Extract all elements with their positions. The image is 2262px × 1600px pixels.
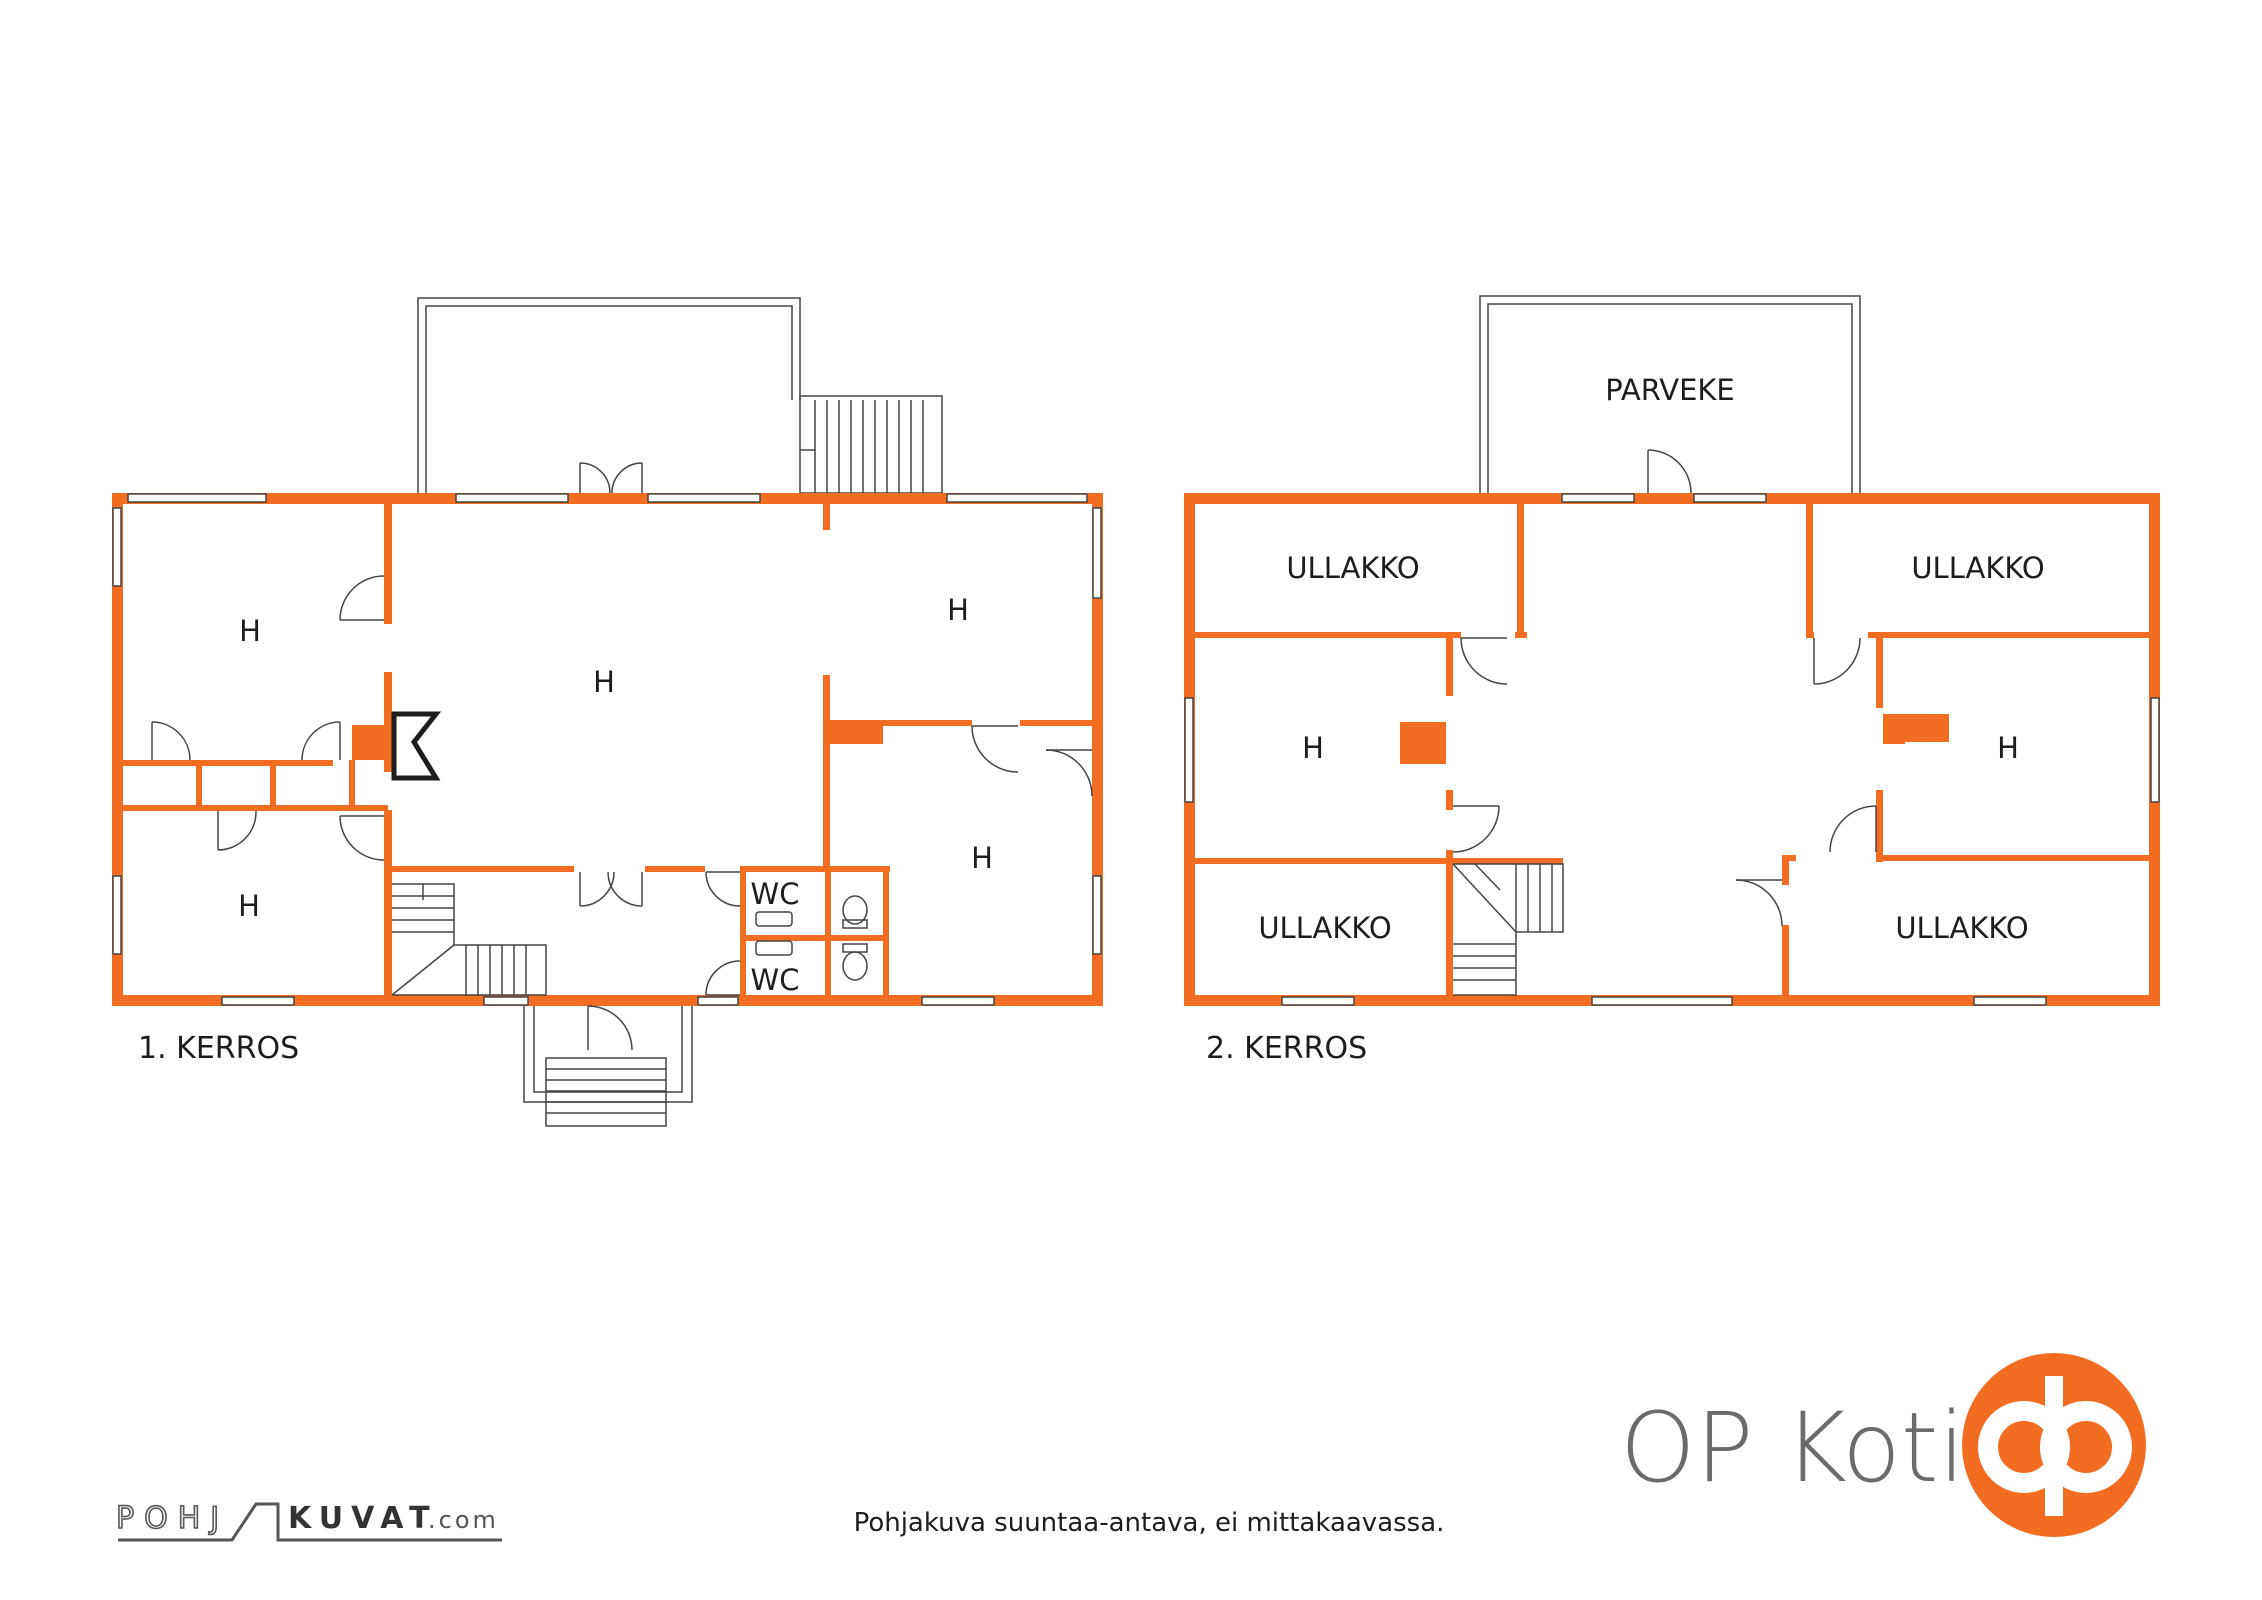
- room-label: H: [593, 665, 615, 699]
- room-label: H: [238, 889, 260, 923]
- room-label: WC: [751, 877, 800, 911]
- wc-fixtures-floor-1: [755, 895, 868, 981]
- disclaimer-note: Pohjakuva suuntaa-antava, ei mittakaavas…: [854, 1508, 1445, 1538]
- room-label: ULLAKKO: [1895, 911, 2028, 945]
- room-label: H: [1302, 731, 1324, 765]
- balcony-floor-2: [1479, 295, 1861, 493]
- exterior-walls-floor-1: [112, 493, 1103, 1006]
- room-label: WC: [751, 963, 800, 997]
- interior-walls-floor-1: [123, 504, 1092, 1000]
- room-label: ULLAKKO: [1911, 551, 2044, 585]
- credit-suffix: .com: [428, 1506, 499, 1534]
- entrance-steps-floor-1: [523, 1006, 693, 1127]
- room-label: ULLAKKO: [1286, 551, 1419, 585]
- credit-part2: KUVAT: [288, 1501, 438, 1536]
- floor-label: 2. KERROS: [1206, 1031, 1367, 1066]
- room-label: ULLAKKO: [1258, 911, 1391, 945]
- interior-walls-floor-2: [1195, 504, 2149, 1000]
- floor-label: 1. KERROS: [138, 1031, 299, 1066]
- pohjakuvat-logo: POHJ KUVAT .com: [115, 1500, 502, 1542]
- terrace-floor-1: [417, 297, 943, 494]
- op-logo-icon: [1962, 1353, 2146, 1537]
- fireplace-floor-1: [352, 711, 442, 781]
- windows-floor-1: [112, 493, 1102, 1006]
- staircase-floor-2: [1452, 863, 1564, 996]
- doors-floor-1: [151, 462, 1093, 1051]
- windows-floor-2: [1184, 493, 2160, 1006]
- room-label: H: [1997, 731, 2019, 765]
- staircase-floor-1: [391, 883, 547, 996]
- credit-part1: POHJ: [116, 1501, 229, 1536]
- doors-floor-2: [1452, 449, 1877, 927]
- floor-1-plan: H H H H H WC WC 1. KERROS: [112, 297, 1103, 1127]
- room-label: H: [239, 614, 261, 648]
- room-label: PARVEKE: [1605, 373, 1735, 407]
- room-label: H: [971, 841, 993, 875]
- room-label: H: [947, 593, 969, 627]
- brand-name: OP Koti: [1620, 1392, 1965, 1504]
- floor-2-plan: PARVEKE ULLAKKO ULLAKKO H H ULLAKKO ULLA…: [1184, 295, 2160, 1066]
